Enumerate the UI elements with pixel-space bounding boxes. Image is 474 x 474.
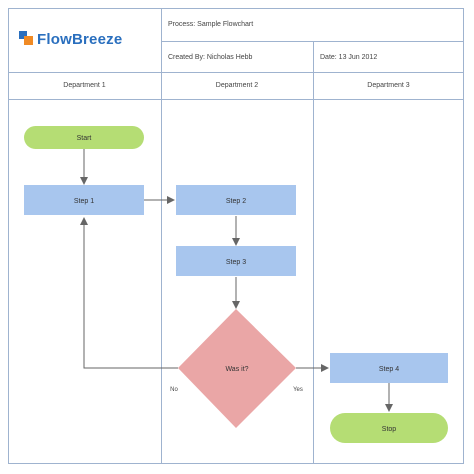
edge-decision-no [80,217,178,369]
lane-divider-1 [161,8,162,464]
lane-title-department-1: Department 1 [63,82,106,89]
date: Date: 13 Jun 2012 [320,54,378,61]
stop-terminator [330,413,448,443]
edge-label-no: No [170,387,178,393]
start-terminator [24,126,144,149]
diagram-frame [8,8,464,464]
step2-label: Step 2 [226,198,246,205]
lane-title-department-3: Department 3 [367,82,410,89]
created-by: Created By: Nicholas Hebb [168,54,253,61]
lane-header-divider [8,99,464,100]
step3-box [176,246,296,276]
step3-label: Step 3 [226,259,246,266]
step1-label: Step 1 [74,198,94,205]
step4-label: Step 4 [379,366,399,373]
step1-box [24,185,144,215]
process-title: Process: Sample Flowchart [168,21,254,28]
logo-icon [19,31,33,45]
header-divider-2 [8,72,464,73]
header-date-divider [313,41,314,72]
logo-text: FlowBreeze [37,31,123,48]
flowbreeze-logo: FlowBreeze [18,30,122,48]
step4-box [330,353,448,383]
lane-divider-2 [313,72,314,464]
header-divider-1 [161,41,464,42]
lane-title-department-2: Department 2 [215,82,259,89]
edge-label-yes: Yes [293,387,303,393]
decision-label: Was it? [225,366,248,373]
stop-label: Stop [382,426,397,433]
step2-box [176,185,296,215]
start-label: Start [77,135,92,142]
decision-diamond [178,309,296,428]
